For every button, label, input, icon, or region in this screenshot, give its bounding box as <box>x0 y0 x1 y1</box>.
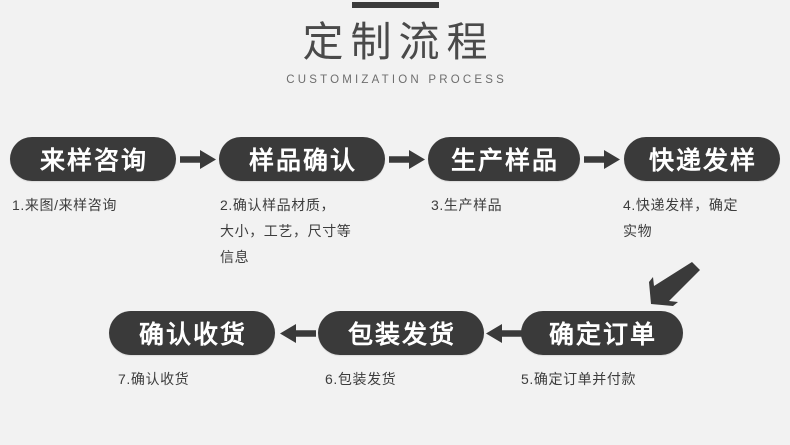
step-pill-3-label: 生产样品 <box>450 147 559 175</box>
step-caption-1: 1.来图/来样咨询 <box>12 197 117 213</box>
arrow-right-icon-3 <box>584 150 620 169</box>
step-pill-1[interactable]: 来样咨询 <box>10 137 176 181</box>
arrow-right-icon-1 <box>180 150 216 169</box>
arrow-left-icon-1 <box>280 324 316 343</box>
title-decorative-rule <box>352 2 439 8</box>
step-pill-1-label: 来样咨询 <box>39 147 148 175</box>
step-pill-6[interactable]: 包装发货 <box>318 311 484 355</box>
step-pill-6-label: 包装发货 <box>347 321 456 349</box>
step-pill-2[interactable]: 样品确认 <box>219 137 385 181</box>
arrow-left-icon-2 <box>486 324 522 343</box>
step-caption-3: 3.生产样品 <box>431 197 503 213</box>
step-caption-5: 5.确定订单并付款 <box>521 371 637 387</box>
step-pill-3[interactable]: 生产样品 <box>428 137 580 181</box>
page-subtitle: CUSTOMIZATION PROCESS <box>286 74 507 86</box>
step-caption-2: 2.确认样品材质， 大小，工艺，尺寸等 信息 <box>220 197 352 265</box>
arrow-right-icon-2 <box>389 150 425 169</box>
step-pill-7-label: 确认收货 <box>138 321 247 349</box>
step-caption-6: 6.包装发货 <box>325 371 397 387</box>
step-pill-4-label: 快递发样 <box>648 147 757 175</box>
arrow-down-left-icon <box>645 260 701 311</box>
step-caption-4: 4.快递发样，确定 实物 <box>623 197 739 239</box>
step-pill-7[interactable]: 确认收货 <box>109 311 275 355</box>
step-pill-4[interactable]: 快递发样 <box>624 137 780 181</box>
page-title: 定制流程 <box>302 19 495 65</box>
step-pill-5-label: 确定订单 <box>548 321 657 349</box>
step-pill-2-label: 样品确认 <box>248 147 357 175</box>
step-caption-7: 7.确认收货 <box>118 371 190 387</box>
step-pill-5[interactable]: 确定订单 <box>521 311 683 355</box>
